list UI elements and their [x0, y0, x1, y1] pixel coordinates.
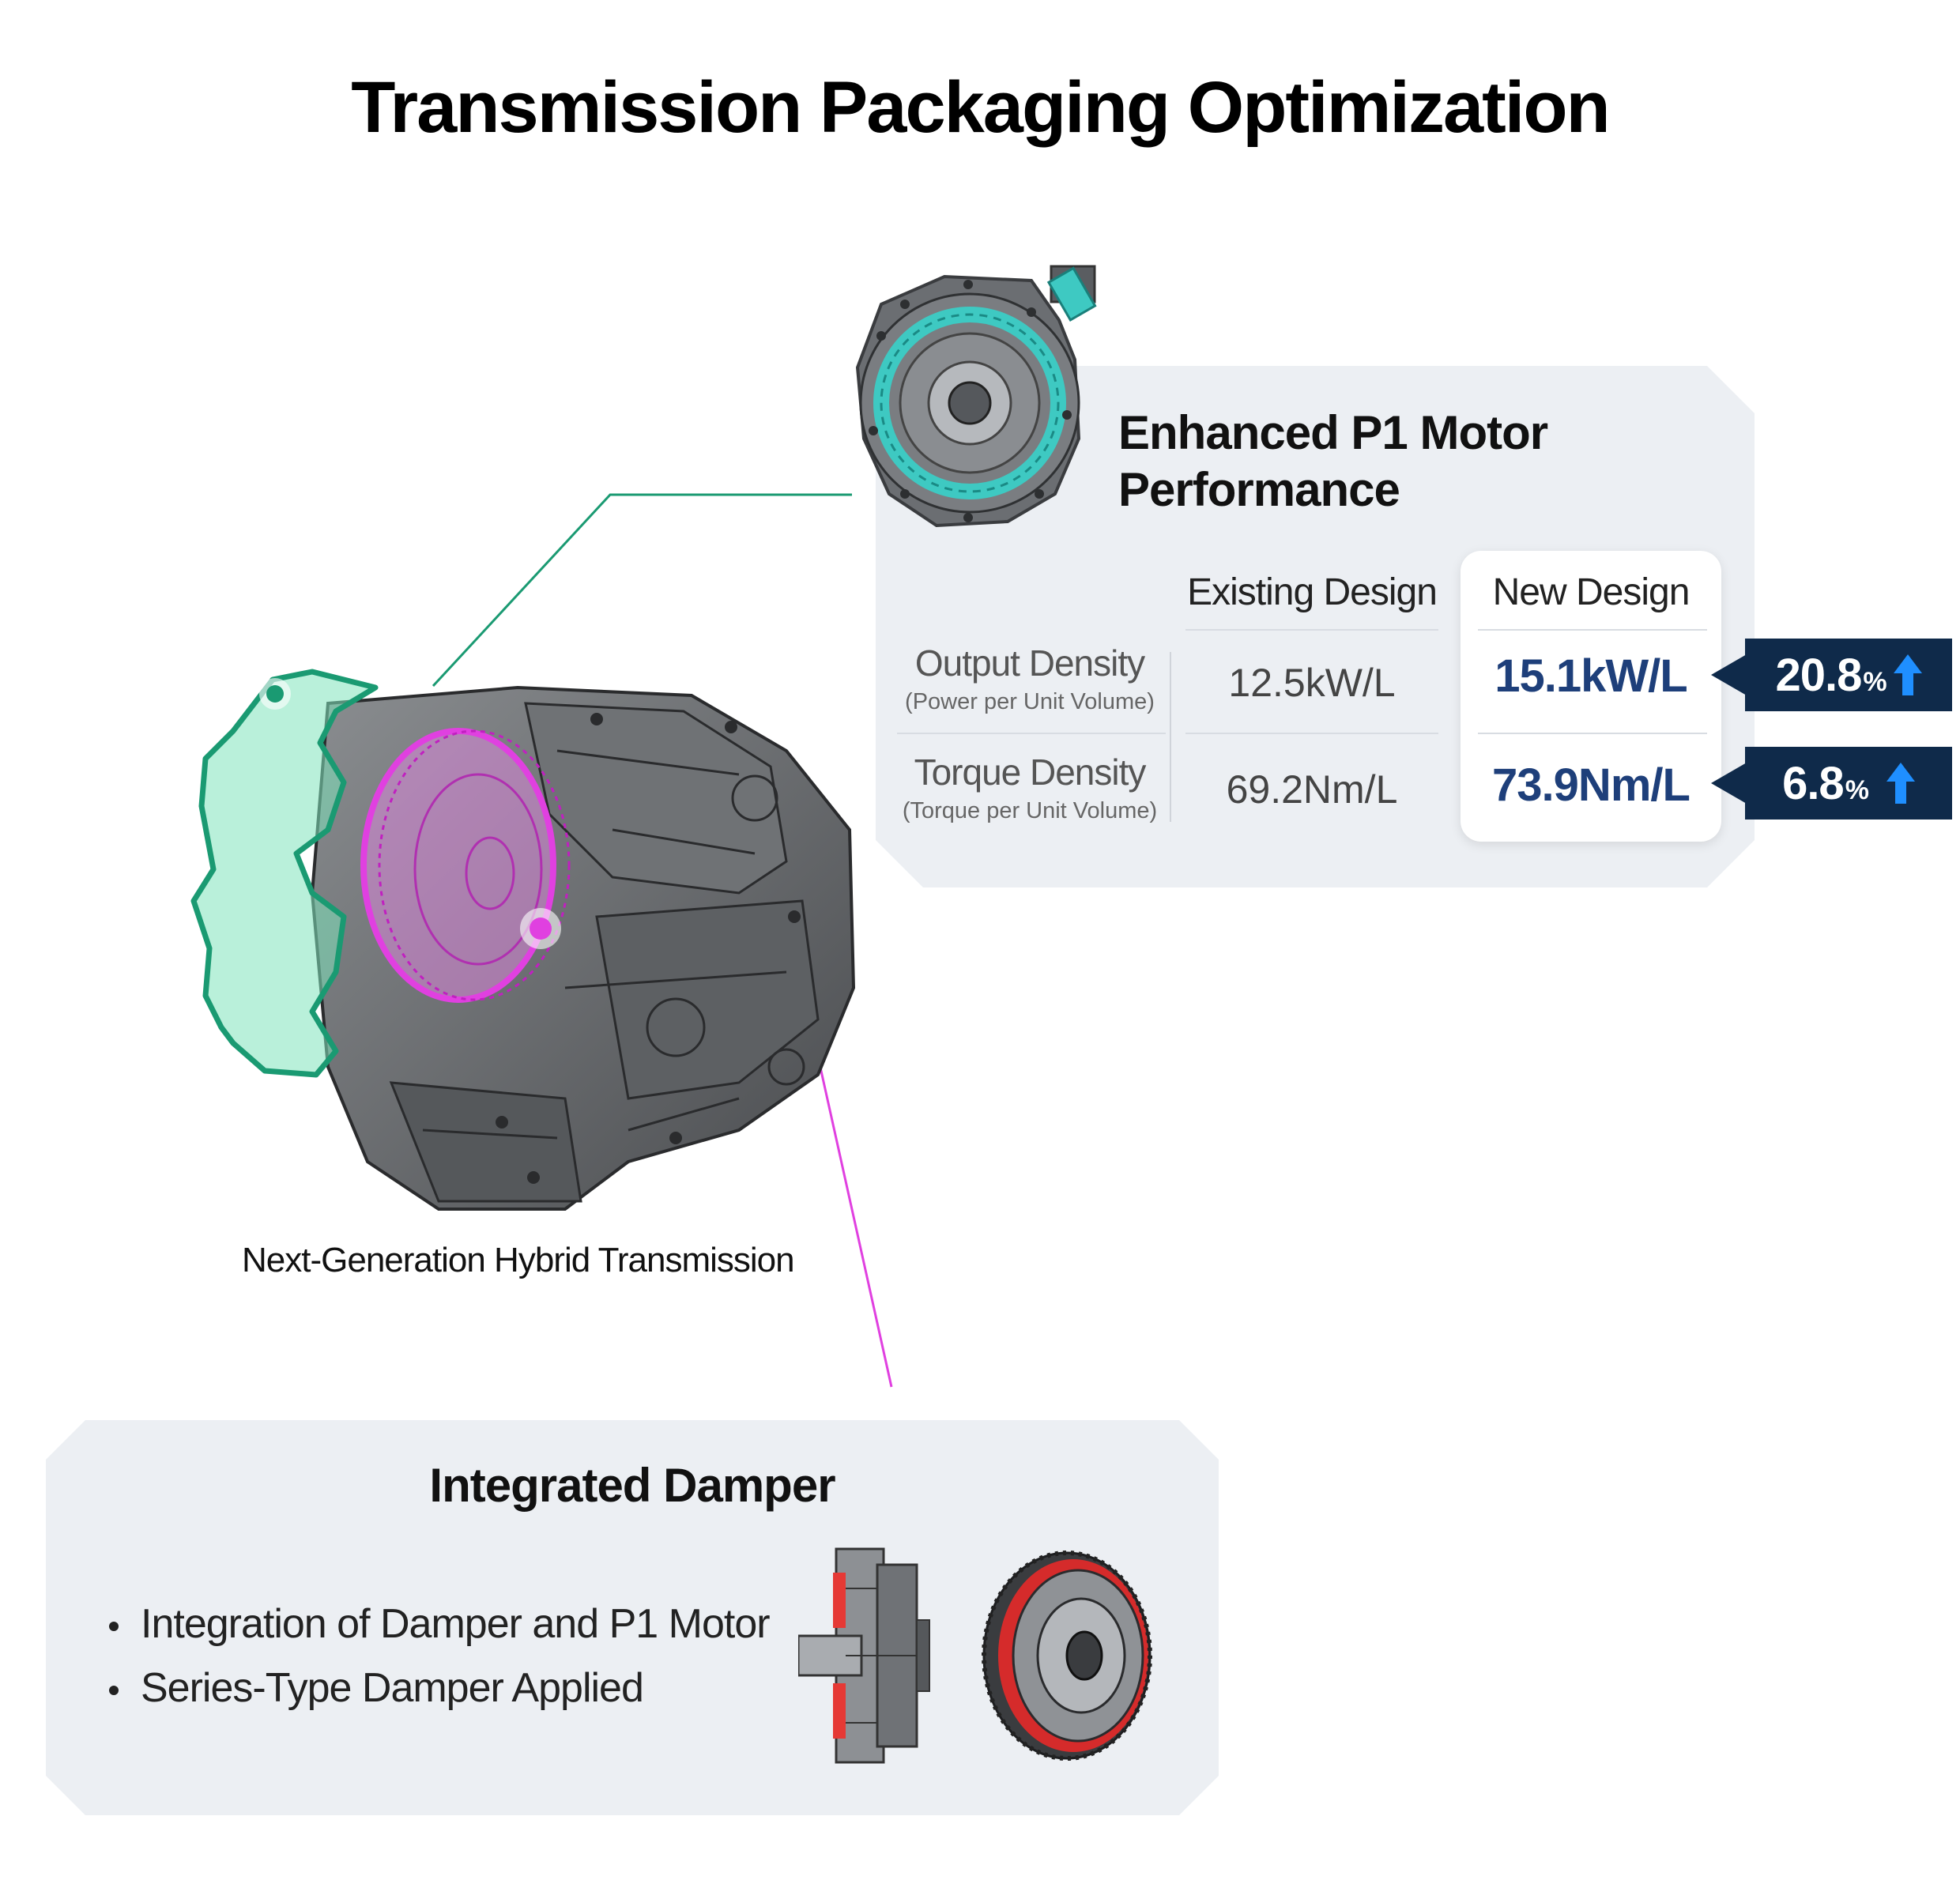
badge-pointer: [1711, 763, 1747, 804]
badge-value: 6.8: [1782, 757, 1845, 809]
arrow-up-icon: [1893, 654, 1922, 695]
p1-motor-title: Enhanced P1 Motor Performance: [1118, 405, 1548, 518]
damper-cross-section-image: [798, 1547, 930, 1764]
row-label-sub: (Power per Unit Volume): [905, 689, 1155, 714]
column-divider: [1170, 652, 1171, 822]
new-design-highlight-box: [1461, 551, 1721, 842]
row-label-main: Torque Density: [914, 752, 1147, 793]
arrow-up-icon: [1886, 763, 1915, 804]
row-divider-new: [1478, 733, 1707, 734]
badge-value: 20.8: [1775, 649, 1862, 701]
p1-motor-title-line2: Performance: [1118, 463, 1400, 516]
bullet-dot: [109, 1686, 119, 1696]
badge-body: 20.8 %: [1745, 639, 1952, 711]
header-divider-new: [1478, 629, 1707, 631]
row-label-torque-density: Torque Density (Torque per Unit Volume): [888, 751, 1172, 824]
damper-bullet-text: Integration of Damper and P1 Motor: [141, 1601, 771, 1647]
existing-torque-density-value: 69.2Nm/L: [1226, 767, 1398, 812]
damper-bullet-item: Series-Type Damper Applied: [109, 1664, 644, 1712]
header-divider-existing: [1185, 629, 1438, 631]
badge-unit: %: [1845, 774, 1869, 805]
row-divider-label: [897, 733, 1166, 734]
column-header-new: New Design: [1492, 571, 1690, 613]
new-torque-density-value: 73.9Nm/L: [1492, 759, 1690, 811]
badge-pointer: [1711, 654, 1747, 695]
bullet-dot: [109, 1622, 119, 1632]
p1-motor-title-line1: Enhanced P1 Motor: [1118, 406, 1548, 459]
row-divider-existing: [1185, 733, 1438, 734]
improvement-badge-torque: 6.8 %: [1711, 747, 1952, 820]
badge-body: 6.8 %: [1745, 747, 1952, 820]
row-label-sub: (Torque per Unit Volume): [902, 798, 1158, 823]
row-label-output-density: Output Density (Power per Unit Volume): [888, 642, 1172, 715]
p1-motor-image: [855, 265, 1097, 528]
column-header-existing: Existing Design: [1187, 571, 1438, 613]
existing-output-density-value: 12.5kW/L: [1228, 661, 1396, 705]
row-label-main: Output Density: [914, 642, 1145, 684]
transmission-caption: Next-Generation Hybrid Transmission: [242, 1241, 795, 1279]
badge-unit: %: [1863, 666, 1887, 697]
improvement-badge-output: 20.8 %: [1711, 639, 1952, 711]
page-title: Transmission Packaging Optimization: [351, 67, 1610, 148]
damper-bullet-text: Series-Type Damper Applied: [141, 1665, 644, 1711]
green-connector-line: [432, 493, 852, 688]
integrated-damper-title: Integrated Damper: [429, 1459, 835, 1512]
damper-bullet-item: Integration of Damper and P1 Motor: [109, 1600, 771, 1648]
transmission-image: [190, 669, 856, 1211]
new-output-density-value: 15.1kW/L: [1494, 650, 1687, 702]
damper-assembly-image: [982, 1551, 1152, 1761]
